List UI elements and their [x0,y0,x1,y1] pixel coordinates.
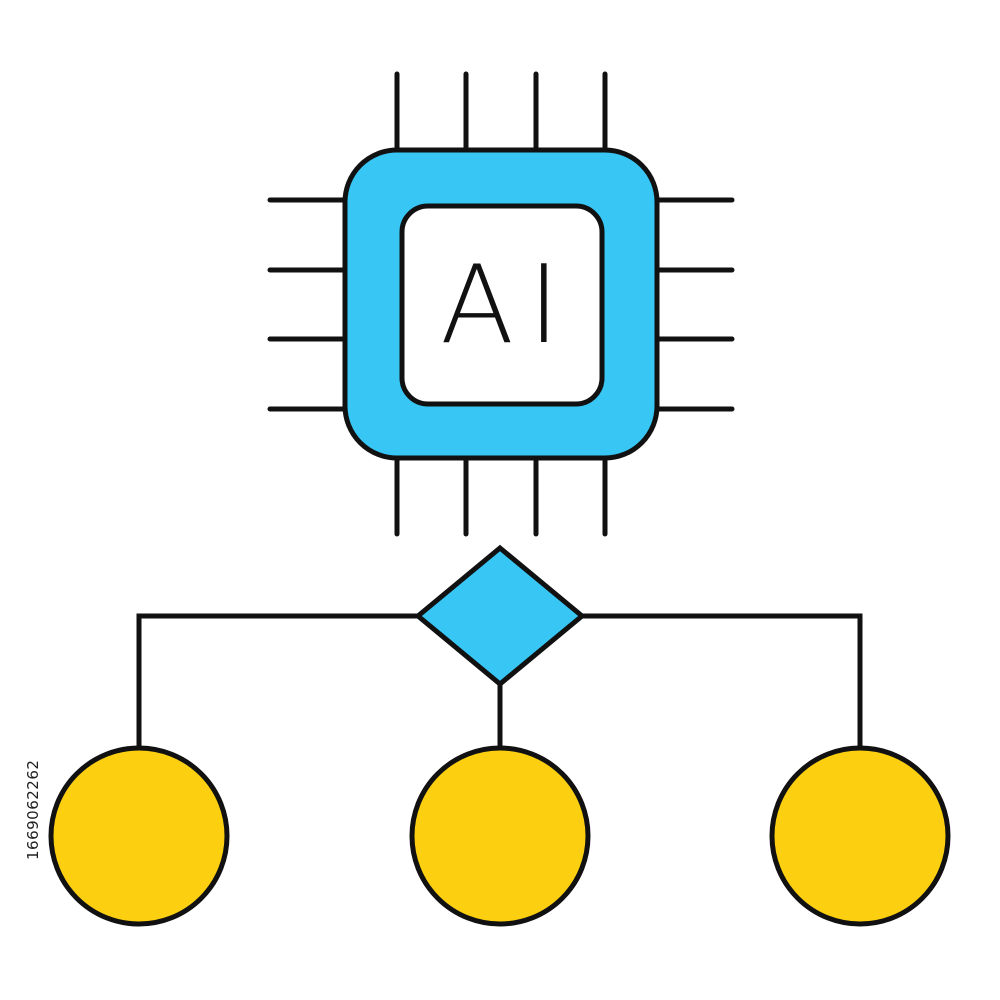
output-node-left [48,745,230,927]
connector-lines [136,613,863,748]
connector-left [136,613,418,748]
chip-inner-panel [399,203,605,407]
chip-pins [267,71,735,537]
output-node-right [769,745,951,927]
stock-id: 1669062262 [24,759,42,860]
connector-right [582,613,863,748]
output-node-center [409,745,591,927]
decision-diamond-icon [414,544,586,688]
